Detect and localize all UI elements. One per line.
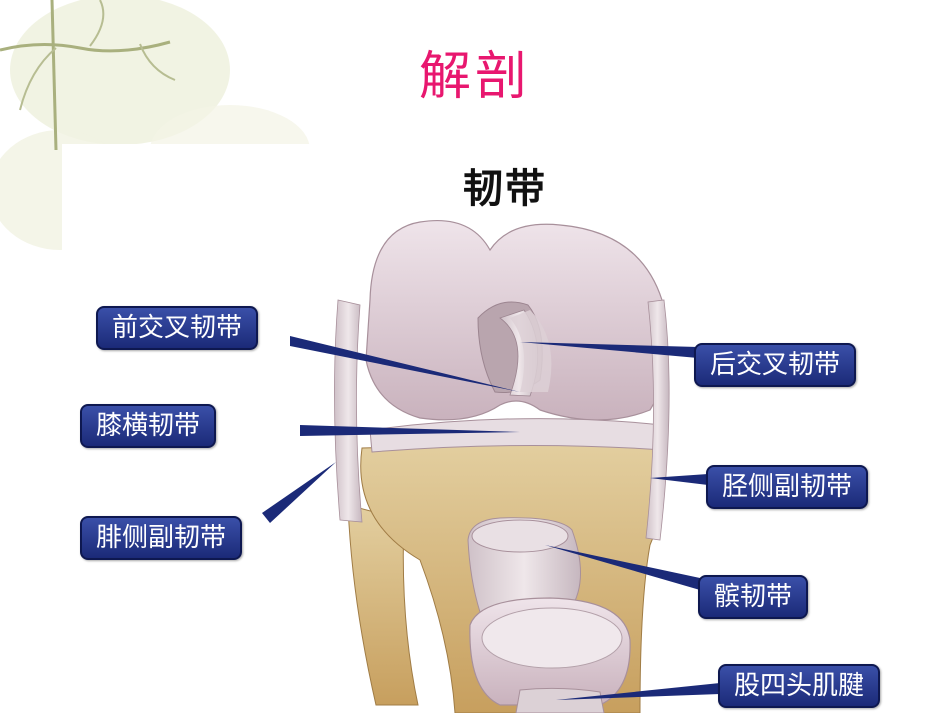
slide-title: 解剖 (418, 47, 531, 107)
label-tibial-collateral-ligament: 胫侧副韧带 (706, 465, 869, 509)
figure-title: 韧带 (463, 166, 547, 212)
label-anterior-cruciate-ligament: 前交叉韧带 (96, 306, 259, 350)
label-fibular-collateral-ligament: 腓侧副韧带 (80, 516, 243, 560)
label-pointers (262, 336, 720, 700)
label-patellar-ligament: 髌韧带 (698, 575, 809, 619)
label-posterior-cruciate-ligament: 后交叉韧带 (694, 343, 857, 387)
label-quadriceps-tendon: 股四头肌腱 (718, 664, 881, 708)
label-transverse-ligament: 膝横韧带 (80, 404, 217, 448)
